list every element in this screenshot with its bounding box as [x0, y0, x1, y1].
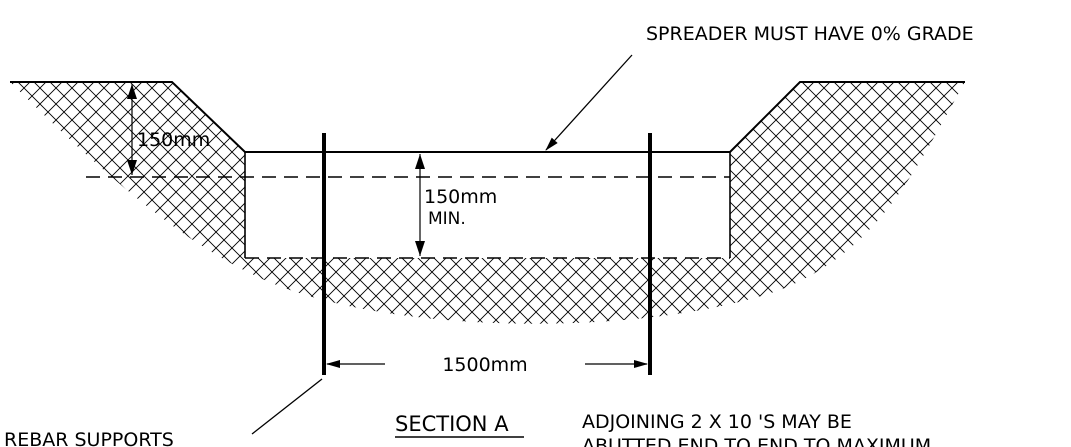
- earth-hatch: [10, 82, 965, 324]
- adjoining-note-line1: ADJOINING 2 X 10 'S MAY BE: [582, 411, 852, 433]
- depth-arrow-bottom: [415, 241, 425, 256]
- side-depth-label: 150mm: [137, 129, 210, 151]
- depth-label-value: 150mm: [424, 186, 497, 208]
- section-title: SECTION A: [395, 412, 509, 436]
- rebar-leader-line: [251, 378, 323, 435]
- side-depth-arrow-bottom: [127, 160, 137, 175]
- depth-arrow-top: [415, 154, 425, 169]
- spreader-grade-note: SPREADER MUST HAVE 0% GRADE: [646, 23, 974, 45]
- adjoining-note-line2: ABUTTED END TO END TO MAXIMUM: [582, 435, 931, 447]
- depth-label-min: MIN.: [428, 209, 466, 229]
- rebar-supports-note: REBAR SUPPORTS: [4, 429, 174, 447]
- spreader-leader-line: [545, 54, 633, 151]
- spacing-label: 1500mm: [442, 354, 527, 376]
- ground-profile: [10, 81, 965, 153]
- side-depth-arrow-top: [127, 84, 137, 99]
